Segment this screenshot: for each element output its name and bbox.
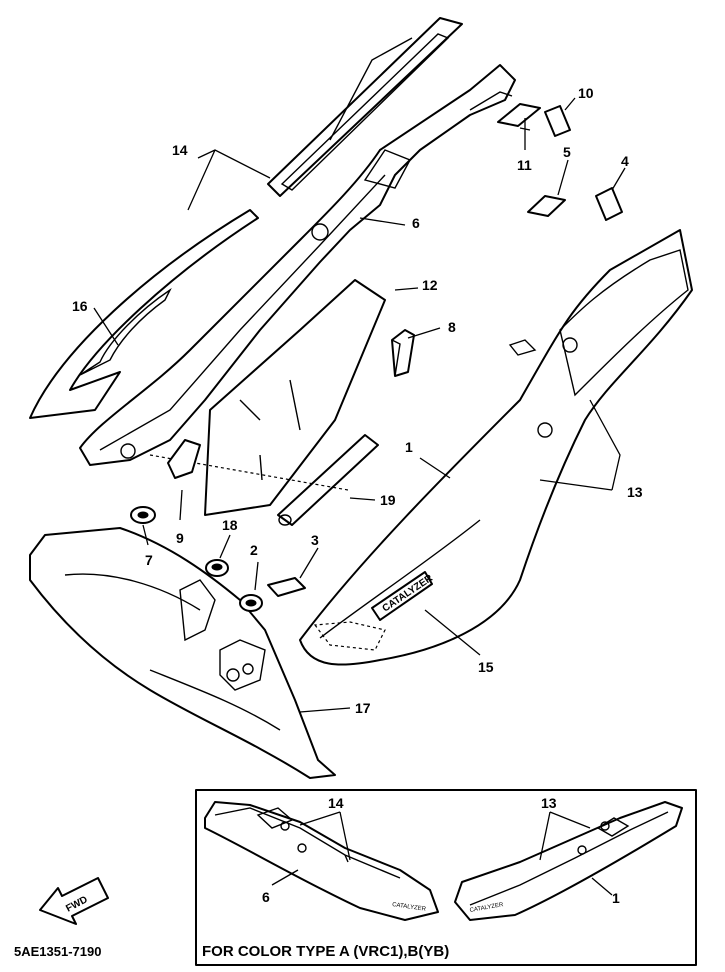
- label-part-6: 6: [412, 215, 420, 231]
- label-part-19: 19: [380, 492, 396, 508]
- damper-10: [544, 105, 571, 137]
- sheet-11: [497, 103, 541, 127]
- inset-right-emblem-text: CATALYZER: [469, 902, 504, 914]
- inset-label-6: 6: [262, 889, 270, 905]
- inset-left-emblem-text: CATALYZER: [392, 902, 427, 913]
- part-number-labels: 14 6 16 12 8 10 11 5 4 1 13 9 7 18 2 3 1…: [72, 85, 643, 716]
- label-part-7: 7: [145, 552, 153, 568]
- side-decal-16: [29, 209, 259, 419]
- label-part-14: 14: [172, 142, 188, 158]
- sheet-5: [527, 195, 566, 217]
- damper-9: [167, 439, 201, 479]
- leader-lines: [93, 97, 626, 713]
- label-part-15: 15: [478, 659, 494, 675]
- left-side-cover: [79, 64, 516, 466]
- grommet-7: [130, 506, 156, 524]
- damper-8: [391, 329, 415, 377]
- drawing-code: 5AE1351-7190: [14, 944, 101, 959]
- protective-sheet-12: [204, 279, 386, 516]
- label-part-5: 5: [563, 144, 571, 160]
- inset-label-13: 13: [541, 795, 557, 811]
- inset-left-cover: CATALYZER: [204, 801, 439, 921]
- lower-cover-17: [29, 527, 336, 779]
- damper-4: [595, 187, 623, 221]
- tube-19: [149, 434, 379, 526]
- grommet-18: [205, 559, 229, 577]
- grommet-2: [239, 594, 263, 612]
- label-part-17: 17: [355, 700, 371, 716]
- label-part-8: 8: [448, 319, 456, 335]
- label-part-11: 11: [517, 157, 532, 173]
- label-part-4: 4: [621, 153, 629, 169]
- label-part-1: 1: [405, 439, 413, 455]
- label-part-13: 13: [627, 484, 643, 500]
- label-part-16: 16: [72, 298, 88, 314]
- label-part-18: 18: [222, 517, 238, 533]
- inset-right-cover: CATALYZER: [454, 801, 683, 921]
- inset-label-1: 1: [612, 890, 620, 906]
- side-cover-decal-upper: [267, 17, 463, 197]
- label-part-9: 9: [176, 530, 184, 546]
- label-part-12: 12: [422, 277, 438, 293]
- label-part-2: 2: [250, 542, 258, 558]
- inset-caption: FOR COLOR TYPE A (VRC1),B(YB): [202, 943, 449, 960]
- label-part-3: 3: [311, 532, 319, 548]
- fwd-arrow-icon: FWD: [39, 877, 109, 925]
- right-side-cover: [299, 229, 693, 666]
- damper-3: [267, 577, 306, 597]
- color-type-inset: CATALYZER CATALYZER 14 6 13 1 FOR COLOR …: [195, 789, 697, 966]
- label-part-10: 10: [578, 85, 594, 101]
- inset-label-14: 14: [328, 795, 344, 811]
